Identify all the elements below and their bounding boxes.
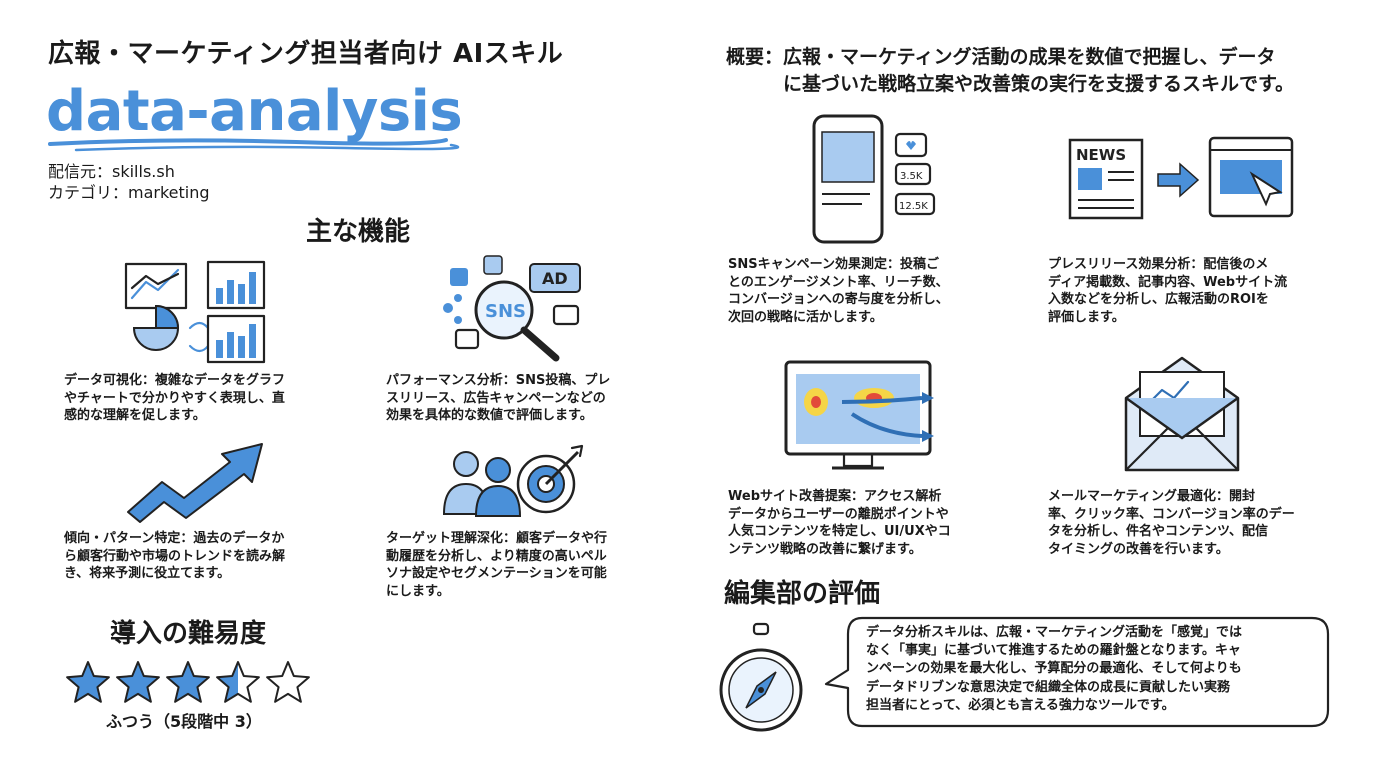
skill-name: data-analysis bbox=[46, 79, 463, 144]
feature-text: データ可視化：複雑なデータをグラフ やチャートで分かりやすく表現し、直 感的な理… bbox=[64, 373, 286, 424]
usecase-text: SNSキャンペーン効果測定：投稿ご とのエンゲージメント率、リーチ数、 コンバー… bbox=[728, 257, 949, 325]
feature-text: 傾向・パターン特定：過去のデータか ら顧客行動や市場のトレンドを読み解 き、将来… bbox=[64, 531, 286, 582]
charts-icon bbox=[124, 260, 266, 364]
feature-text: ターゲット理解深化：顧客データや行 動履歴を分析し、より精度の高いペル ソナ設定… bbox=[386, 531, 608, 599]
trend-arrow-icon bbox=[127, 443, 263, 523]
usecase-text: Webサイト改善提案：アクセス解析 データからユーザーの離脱ポイントや 人気コン… bbox=[728, 489, 951, 557]
compass-icon bbox=[719, 622, 803, 732]
review-text: データ分析スキルは、広報・マーケティング活動を「感覚」では なく「事実」に基づい… bbox=[866, 625, 1242, 713]
star-icon bbox=[166, 661, 210, 703]
source-label: 配信元：skills.sh bbox=[48, 162, 175, 181]
category-label: カテゴリ：marketing bbox=[48, 183, 210, 202]
speech-bubble bbox=[824, 616, 1330, 728]
overview-text: 概要：広報・マーケティング活動の成果を数値で把握し、データ に基づいた戦略立案や… bbox=[726, 46, 1295, 95]
difficulty-heading: 導入の難易度 bbox=[110, 619, 267, 649]
features-heading: 主な機能 bbox=[306, 217, 411, 247]
review-heading: 編集部の評価 bbox=[724, 579, 881, 609]
sns-magnifier-icon: AD SNS bbox=[443, 255, 581, 362]
underline-scribble bbox=[48, 138, 460, 152]
target-icon bbox=[442, 444, 584, 517]
star-icon bbox=[66, 661, 110, 703]
ad-label: AD bbox=[542, 269, 568, 288]
feature-text: パフォーマンス分析：SNS投稿、プレ スリリース、広告キャンペーンなどの 効果を… bbox=[386, 373, 611, 424]
star-icon bbox=[116, 661, 160, 703]
star-rating bbox=[66, 661, 310, 703]
heatmap-monitor-icon bbox=[784, 360, 934, 470]
badge-count: 12.5K bbox=[899, 201, 928, 212]
badge-count: 3.5K bbox=[900, 171, 923, 182]
difficulty-label: ふつう（5段階中 3） bbox=[106, 712, 262, 731]
star-icon bbox=[266, 661, 310, 703]
email-chart-icon bbox=[1124, 356, 1240, 472]
sns-label: SNS bbox=[485, 301, 526, 322]
page-title: 広報・マーケティング担当者向け AIスキル bbox=[48, 39, 564, 69]
usecase-text: プレスリリース効果分析：配信後のメ ディア掲載数、記事内容、Webサイト流 入数… bbox=[1048, 257, 1288, 325]
news-to-web-icon: NEWS bbox=[1068, 136, 1294, 220]
smartphone-sns-icon: 3.5K 12.5K bbox=[812, 114, 936, 244]
star-icon bbox=[216, 661, 260, 703]
news-label: NEWS bbox=[1076, 146, 1126, 164]
usecase-text: メールマーケティング最適化：開封 率、クリック率、コンバージョン率のデー タを分… bbox=[1048, 489, 1295, 557]
